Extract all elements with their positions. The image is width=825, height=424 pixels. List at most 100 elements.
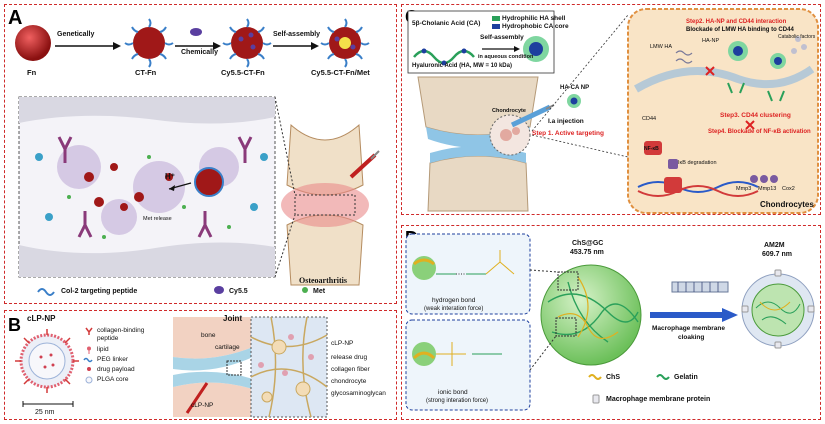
cd44-label: CD44	[642, 116, 657, 122]
cartilage-matrix-zoom	[250, 316, 328, 418]
hydrogen-bond-label: hydrogen bond	[432, 297, 476, 304]
legend-gelatin: Gelatin	[674, 374, 698, 381]
chs-gc-label: ChS@GC	[572, 240, 604, 247]
chs-gc-sphere	[540, 264, 642, 366]
macrophage-membrane-strip	[671, 281, 729, 293]
chondrocyte-signaling-cell	[627, 8, 819, 214]
step1-label: Step 1. Active targeting	[532, 130, 604, 137]
cy55-ct-fn-particle	[222, 18, 272, 68]
panel-a-letter: A	[8, 7, 23, 29]
scale-bar	[22, 401, 74, 407]
step2b-label: Blockade of LMW HA binding to CD44	[686, 27, 794, 33]
cy55-ct-fn-met-particle	[320, 18, 370, 68]
peg-linker-icon	[83, 357, 93, 363]
stage-label-cy55-ct-fn-met: Cy5.5-CT-Fn/Met	[311, 68, 370, 77]
knee-joint-illustration	[281, 123, 380, 286]
ha-np-label: HA-NP	[702, 38, 720, 44]
hplus-label: H⁺	[165, 172, 175, 181]
collagen-binding-peptide-icon	[85, 327, 93, 335]
nfkb-label: NF-κB	[644, 146, 659, 152]
gene-mmp13: Mmp13	[758, 186, 777, 192]
legend-chs: ChS	[606, 374, 620, 381]
chondrocyte-label: Chondrocyte	[492, 108, 526, 114]
joint-label: Joint	[223, 314, 243, 323]
right-label-collagen-fiber: collagen fiber	[331, 366, 370, 373]
legend-plga-core: PLGA core	[97, 376, 129, 383]
hyaluronic-acid-label: Hyaluronic Acid (HA, MW = 10 kDa)	[412, 63, 512, 69]
hydrogen-bond-sublabel: (weak interation force)	[424, 306, 484, 312]
stage-label-cy55-ct-fn: Cy5.5-CT-Fn	[221, 68, 265, 77]
fn-particle	[15, 25, 51, 61]
self-assembly-label: Self-assembly	[480, 34, 524, 41]
ha-ca-schematic-box	[407, 10, 555, 74]
cloaking-label-1: Macrophage membrane	[652, 325, 725, 332]
lmw-ha-label: LMW HA	[650, 44, 672, 50]
ia-injection-label: I.a injection	[548, 118, 584, 125]
step4-label: Step4. Blockade of NF-κB activation	[708, 129, 811, 135]
col2-peptide-icon	[37, 288, 55, 296]
arrow-genetically	[55, 42, 121, 50]
am2m-label: AM2M	[764, 242, 785, 249]
lipid-icon	[87, 346, 91, 354]
legend-collagen-binding-peptide: collagen-binding peptide	[97, 327, 145, 342]
zoom-connector-lines	[274, 96, 296, 278]
arrow-self-assembly	[273, 42, 319, 50]
hydrophilic-shell-label: Hydrophilic HA shell	[502, 15, 566, 22]
ha-ca-np-icon	[567, 94, 581, 108]
drug-payload-icon	[87, 367, 91, 371]
ha-ca-np-label: HA-CA NP	[560, 85, 590, 91]
right-label-clp-np: cLP-NP	[331, 340, 354, 347]
inject-clp-np-label: cLP-NP	[191, 402, 214, 409]
gelatin-legend-icon	[656, 374, 670, 380]
scale-bar-label: 25 nm	[35, 409, 55, 416]
right-label-chondrocyte: chondrocyte	[331, 378, 367, 385]
plga-core-icon	[85, 376, 93, 384]
legend-met: Met	[313, 288, 326, 295]
osteoarthritis-label: Osteoarthritis	[299, 276, 347, 285]
membrane-protein-legend-icon	[592, 394, 600, 404]
legend-lipid: lipid	[97, 346, 109, 353]
zoom-connector-d	[529, 269, 559, 371]
ct-fn-particle	[124, 18, 174, 68]
cy55-dye-icon	[190, 28, 202, 36]
legend-peg-linker: PEG linker	[97, 356, 129, 363]
clp-np-particle	[15, 329, 79, 393]
legend-col2-peptide: Col-2 targeting peptide	[61, 288, 138, 295]
chondrocyte-zoom-circle	[489, 114, 531, 156]
panel-c-zoom-lines	[531, 14, 629, 158]
joint-illustration	[173, 317, 253, 417]
cy55-legend-icon	[214, 286, 224, 294]
panel-d: D hydrogen bond (weak interation force) …	[401, 225, 821, 420]
met-release-label: Met release	[143, 216, 172, 222]
stage-label-fn: Fn	[27, 68, 37, 77]
legend-drug-payload: drug payload	[97, 366, 135, 373]
am2m-size: 609.7 nm	[762, 251, 792, 258]
ca-label: 5β-Cholanic Acid (CA)	[412, 20, 481, 27]
bone-label: bone	[201, 332, 216, 339]
panel-b-letter: B	[8, 315, 21, 335]
arrow-cloaking	[650, 308, 738, 322]
cartilage-label: cartilage	[215, 344, 240, 351]
clp-np-title: cLP-NP	[27, 314, 56, 323]
ionic-bond-box	[405, 319, 531, 411]
met-legend-icon	[302, 287, 308, 293]
legend-cy55: Cy5.5	[229, 288, 248, 295]
catabolic-factors-label: Catabolic factors	[778, 34, 816, 40]
gene-cox2: Cox2	[782, 186, 795, 192]
ikb-degradation-label: IκB degradation	[678, 160, 717, 166]
chs-gc-size: 453.75 nm	[570, 249, 604, 256]
arrow-chemically	[175, 42, 221, 50]
gene-mmp3: Mmp3	[736, 186, 752, 192]
arrow-label-chemically: Chemically	[181, 49, 218, 56]
stage-label-ct-fn: CT-Fn	[135, 68, 157, 77]
step3-label: Step3. CD44 clustering	[720, 112, 791, 119]
legend-membrane-protein: Macrophage membrane protein	[606, 396, 711, 403]
right-label-release-drug: release drug	[331, 354, 368, 361]
ionic-bond-label: ionic bond	[438, 389, 468, 396]
right-label-glycosaminoglycan: glycosaminoglycan	[331, 390, 386, 397]
hydrophobic-core-label: Hydrophobic CA core	[502, 23, 569, 30]
cloaking-label-2: cloaking	[678, 334, 705, 341]
am2m-sphere	[741, 269, 815, 349]
panel-b: B cLP-NP 25 nm collagen-binding peptide …	[4, 310, 397, 420]
ionic-bond-sublabel: (strong interation force)	[426, 398, 489, 404]
